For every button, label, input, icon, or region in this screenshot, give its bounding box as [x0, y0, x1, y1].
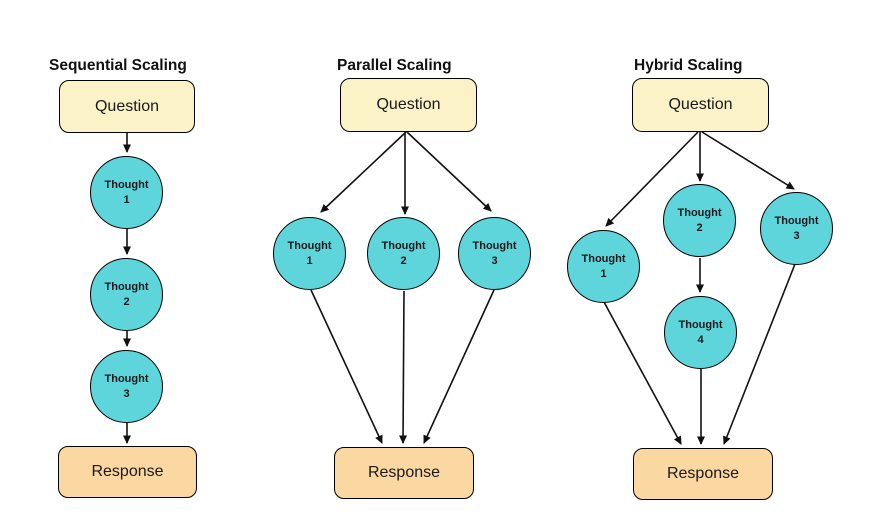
thought-node-4: Thought 4: [664, 296, 737, 369]
thought-number: 1: [306, 254, 313, 267]
thought-node-1: Thought 1: [567, 230, 640, 303]
thought-label: Thought: [104, 280, 149, 293]
arrow-par-thought2-response: [399, 290, 408, 444]
thought-label: Thought: [472, 239, 517, 252]
thought-label: Thought: [104, 372, 149, 385]
thought-number: 2: [400, 254, 407, 267]
arrow-hyb-thought1-response: [603, 301, 682, 445]
question-node: Question: [59, 80, 195, 133]
thought-node-2: Thought 2: [90, 258, 163, 331]
thought-number: 3: [793, 229, 800, 242]
thought-label: Thought: [381, 239, 426, 252]
arrow-par-question-thought3: [406, 131, 492, 212]
response-node: Response: [633, 448, 773, 500]
thought-number: 1: [123, 193, 130, 206]
thought-number: 1: [600, 267, 607, 280]
thought-number: 2: [123, 295, 130, 308]
question-node: Question: [632, 78, 769, 132]
thought-node-1: Thought 1: [90, 156, 163, 229]
panel-title-hybrid: Hybrid Scaling: [634, 56, 743, 74]
thought-label: Thought: [104, 178, 149, 191]
arrow-hyb-thought3-response: [723, 263, 796, 445]
thought-label: Thought: [677, 206, 722, 219]
arrow-hyb-question-thought3: [701, 131, 795, 190]
thought-node-3: Thought 3: [90, 350, 163, 423]
arrow-par-thought3-response: [423, 289, 495, 444]
thought-node-1: Thought 1: [273, 217, 346, 290]
thought-node-2: Thought 2: [663, 184, 736, 257]
panel-title-parallel: Parallel Scaling: [337, 56, 452, 74]
thought-label: Thought: [774, 214, 819, 227]
thought-node-2: Thought 2: [367, 217, 440, 290]
response-node: Response: [58, 446, 197, 498]
thought-label: Thought: [287, 239, 332, 252]
arrow-hyb-question-thought1: [605, 131, 699, 227]
arrow-par-question-thought1: [320, 131, 407, 213]
panel-title-sequential: Sequential Scaling: [49, 56, 187, 74]
thought-number: 4: [697, 333, 704, 346]
thought-number: 3: [491, 254, 498, 267]
thought-node-3: Thought 3: [458, 217, 531, 290]
response-node: Response: [334, 447, 474, 499]
thought-node-3: Thought 3: [760, 192, 833, 265]
arrow-par-thought1-response: [310, 289, 383, 444]
thought-label: Thought: [581, 252, 626, 265]
thought-number: 3: [123, 387, 130, 400]
thought-number: 2: [696, 221, 703, 234]
question-node: Question: [340, 78, 477, 132]
thought-label: Thought: [678, 318, 723, 331]
